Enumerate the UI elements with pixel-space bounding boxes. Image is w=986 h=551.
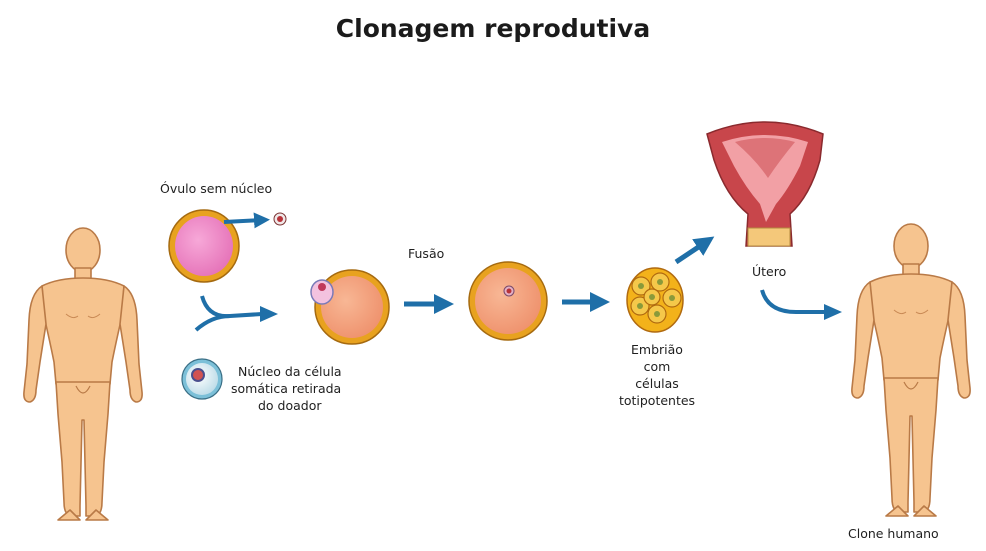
label-embriao-2: com: [644, 359, 671, 374]
removed-nucleus: [274, 213, 286, 225]
merge-arrow-top: [202, 296, 262, 316]
label-nucleo-2: somática retirada: [231, 381, 341, 396]
label-ovulo: Óvulo sem núcleo: [160, 181, 272, 196]
diagram-title: Clonagem reprodutiva: [336, 14, 650, 43]
arrow-to-clone: [762, 290, 826, 312]
arrow-to-clone-head: [824, 304, 842, 320]
label-fusao: Fusão: [408, 246, 444, 261]
label-embriao-1: Embrião: [631, 342, 683, 357]
arrow-to-uterus: [676, 242, 706, 262]
somatic-cell: [182, 359, 222, 399]
embryo-cells-icon: [627, 268, 683, 332]
arrow-remove-nucleus: [224, 220, 262, 222]
label-embriao-3: células: [635, 376, 679, 391]
label-nucleo-3: do doador: [258, 398, 322, 413]
label-utero: Útero: [752, 264, 786, 279]
label-clone: Clone humano: [848, 526, 939, 541]
merge-arrow-bottom: [196, 316, 230, 330]
label-embriao-4: totipotentes: [619, 393, 695, 408]
label-nucleo-1: Núcleo da célula: [238, 364, 342, 379]
clone-body-icon: [852, 224, 970, 516]
fused-cell: [469, 262, 547, 340]
egg-with-nucleus: [311, 270, 389, 344]
uterus-icon: [707, 122, 823, 246]
donor-body-icon: [24, 228, 142, 520]
merge-arrow-head: [260, 306, 278, 322]
